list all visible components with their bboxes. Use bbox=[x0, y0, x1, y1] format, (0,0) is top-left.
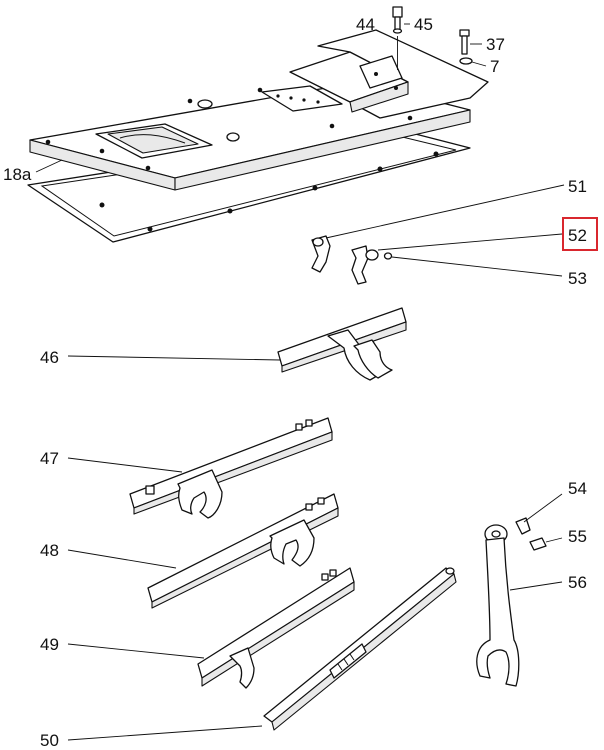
label-55: 55 bbox=[568, 527, 587, 546]
shift-rail-46 bbox=[277, 307, 407, 381]
label-46: 46 bbox=[40, 348, 59, 367]
shift-lever-assembly bbox=[476, 517, 547, 687]
bolt-37 bbox=[459, 29, 473, 65]
label-56: 56 bbox=[568, 573, 587, 592]
top-cover-assembly bbox=[27, 6, 489, 243]
shift-rail-48 bbox=[147, 493, 339, 609]
label-45: 45 bbox=[414, 15, 433, 34]
label-7: 7 bbox=[490, 57, 499, 76]
label-53: 53 bbox=[568, 269, 587, 288]
label-44: 44 bbox=[356, 15, 375, 34]
shift-rail-47 bbox=[129, 417, 333, 519]
callout-labels: 44 45 37 7 18a 51 52 53 46 47 48 49 50 5… bbox=[3, 15, 587, 750]
shift-rail-50 bbox=[263, 567, 457, 731]
label-18a: 18a bbox=[3, 165, 32, 184]
label-52: 52 bbox=[568, 226, 587, 245]
label-49: 49 bbox=[40, 635, 59, 654]
label-48: 48 bbox=[40, 541, 59, 560]
label-50: 50 bbox=[40, 731, 59, 750]
shift-rail-49 bbox=[197, 567, 355, 689]
highlight-box-52 bbox=[562, 217, 598, 251]
label-47: 47 bbox=[40, 449, 59, 468]
label-51: 51 bbox=[568, 177, 587, 196]
leader-lines bbox=[35, 23, 565, 741]
label-54: 54 bbox=[568, 479, 587, 498]
selector-levers bbox=[311, 235, 393, 285]
label-37: 37 bbox=[486, 35, 505, 54]
cover-plate bbox=[29, 29, 489, 191]
bolt-44 bbox=[392, 6, 403, 70]
